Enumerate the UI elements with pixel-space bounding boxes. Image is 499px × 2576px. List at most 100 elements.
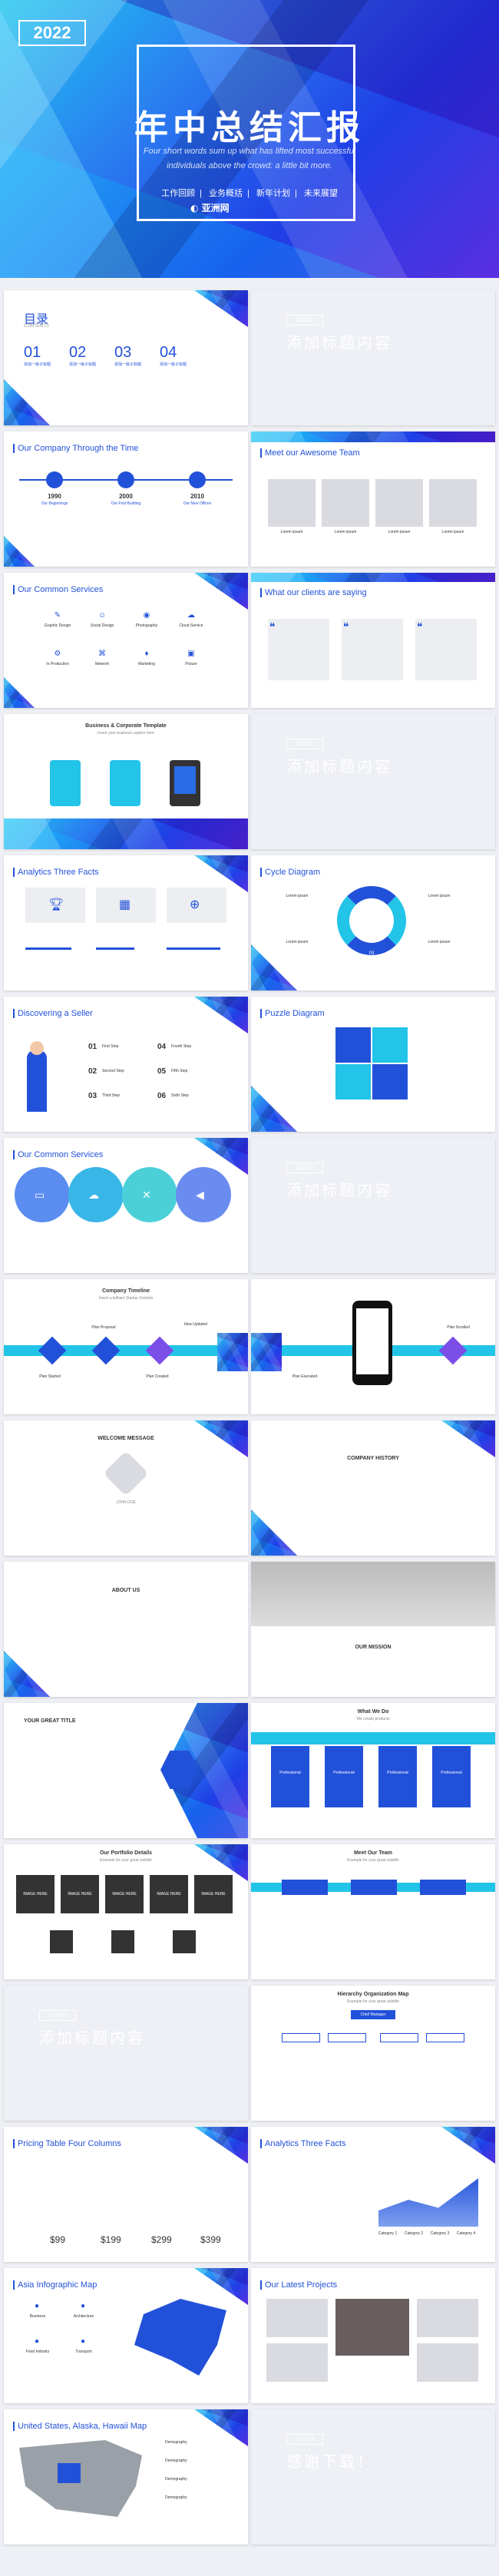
- portfolio-image: [150, 1875, 188, 1913]
- org-node: [282, 2033, 320, 2042]
- megaphone-icon: ◀: [196, 1189, 204, 1201]
- quote-card: [342, 619, 403, 680]
- slide-heading: Company Timeline: [101, 1288, 150, 1294]
- slide-section: LOGO 添加标题内容: [4, 1986, 248, 2121]
- year-badge: 2022: [18, 20, 86, 46]
- map-highlight: [58, 2463, 81, 2483]
- slide-services-2: Our Common Services ▭ ☁ ✕ ◀: [4, 1138, 248, 1273]
- slide-analytics-2: Analytics Three Facts Category 1 Categor…: [251, 2127, 495, 2262]
- cover-menu-item: 工作回顾: [161, 188, 196, 198]
- phone-stand: [50, 760, 81, 806]
- mission-image: [251, 1562, 495, 1626]
- org-node: [426, 2033, 464, 2042]
- quote-card: [268, 619, 329, 680]
- phone-screen: [174, 766, 196, 794]
- quote-icon: ❝: [343, 620, 349, 633]
- price: $199: [101, 2234, 121, 2245]
- decor-block: [217, 1333, 248, 1371]
- cycle-label: Lorem ipsum: [428, 894, 451, 898]
- slide-heading: Business & Corporate Template: [85, 723, 167, 729]
- marketing-icon: ♦: [144, 650, 149, 658]
- logo-box: LOGO: [286, 739, 323, 749]
- logo-box: LOGO: [286, 1162, 323, 1173]
- tools-icon: ✕: [142, 1189, 151, 1201]
- image-placeholder-label: IMAGE HERE: [201, 1892, 226, 1896]
- decor-corner: [4, 677, 35, 708]
- progress-bar: [167, 947, 220, 950]
- decor-corner: [194, 2127, 248, 2164]
- team-tag: [420, 1880, 466, 1895]
- project-image: [266, 2299, 328, 2337]
- decor-corner: [441, 2127, 495, 2164]
- picture-icon: ▣: [187, 650, 195, 658]
- slide-title: Asia Infographic Map: [13, 2280, 97, 2290]
- image-placeholder-label: IMAGE HERE: [68, 1892, 92, 1896]
- slide-team: Meet our Awesome Team Lorem ipsum Lorem …: [251, 432, 495, 567]
- do-label: Professional: [279, 1771, 301, 1775]
- slide-puzzle: Puzzle Diagram: [251, 997, 495, 1132]
- slide-subheading: Example for your great subtitle: [100, 1858, 152, 1863]
- timeline-label: Idea Updated: [183, 1322, 208, 1327]
- slide-heading: Meet Our Team: [353, 1850, 393, 1856]
- map-label: Business: [29, 2314, 46, 2319]
- slide-title: United States, Alaska, Hawaii Map: [13, 2422, 147, 2431]
- team-name: Lorem ipsum: [280, 530, 303, 534]
- cycle-label: Lorem ipsum: [286, 940, 309, 944]
- team-name: Lorem ipsum: [441, 530, 464, 534]
- flag-icon: [117, 471, 134, 488]
- slide-title: Our Latest Projects: [260, 2280, 337, 2290]
- timeline-node: [38, 1336, 67, 1365]
- image-placeholder-label: IMAGE HERE: [23, 1892, 48, 1896]
- timeline-year: 1990: [48, 493, 61, 500]
- thanks-title: 感谢下载！: [286, 2452, 375, 2471]
- band: [251, 1732, 495, 1744]
- profile-name: JOHN DOE: [116, 1500, 136, 1505]
- team-photo: [429, 479, 477, 527]
- slide-subheading: Insert your business caption here: [97, 731, 154, 736]
- do-label: Professional: [441, 1771, 462, 1775]
- chart-category: Category 2: [404, 2231, 424, 2236]
- cover-menu: 工作回顾| 业务概括| 新年计划| 未来展望: [161, 188, 338, 198]
- step-label: Fourth Step: [171, 1044, 192, 1049]
- slide-what-we-do: What We Do We create products Profession…: [251, 1703, 495, 1838]
- cover-menu-item: 未来展望: [303, 188, 338, 198]
- portfolio-thumb: [173, 1930, 196, 1953]
- slide-company-timeline: Company Timeline Insert a brilliant Star…: [4, 1279, 248, 1414]
- slide-about: ABOUT US: [4, 1562, 248, 1697]
- team-photo: [268, 479, 316, 527]
- cover-menu-item: 新年计划: [256, 188, 290, 198]
- decor-corner: [4, 1651, 50, 1697]
- service-label: Marketing: [138, 662, 155, 666]
- phone-stand: [110, 760, 140, 806]
- slide-title: Discovering a Seller: [13, 1009, 93, 1018]
- slide-hierarchy: Hierarchy Organization Map Example for y…: [251, 1986, 495, 2121]
- slide-mission: OUR MISSION: [251, 1562, 495, 1697]
- timeline-node: [438, 1336, 468, 1365]
- toc-label: 添加一级子标题: [160, 362, 187, 367]
- project-image: [417, 2343, 478, 2382]
- decor-corner: [251, 1086, 297, 1132]
- decor-corner: [441, 1420, 495, 1457]
- cycle-label: Lorem ipsum: [428, 940, 451, 944]
- logo-box: LOGO: [39, 2010, 76, 2021]
- timeline-label: Plan Executed: [292, 1374, 318, 1379]
- portfolio-image: [61, 1875, 99, 1913]
- slide-heading: What We Do: [357, 1709, 389, 1715]
- logo-box: LOGO: [286, 315, 323, 326]
- slide-our-team: Meet Our Team Example for your great sub…: [251, 1844, 495, 1979]
- area-chart: [378, 2178, 478, 2227]
- decor-corner: [194, 290, 248, 327]
- building-icon: ●: [81, 2302, 86, 2310]
- section-title: 添加标题内容: [286, 757, 392, 775]
- service-circle: [122, 1167, 177, 1222]
- puzzle-piece: [335, 1064, 371, 1100]
- team-photo: [375, 479, 423, 527]
- slide-us-map: United States, Alaska, Hawaii Map Demogr…: [4, 2409, 248, 2545]
- chart-category: Category 3: [430, 2231, 450, 2236]
- step-label: Second Step: [102, 1069, 124, 1073]
- map-label: Demography: [165, 2459, 187, 2463]
